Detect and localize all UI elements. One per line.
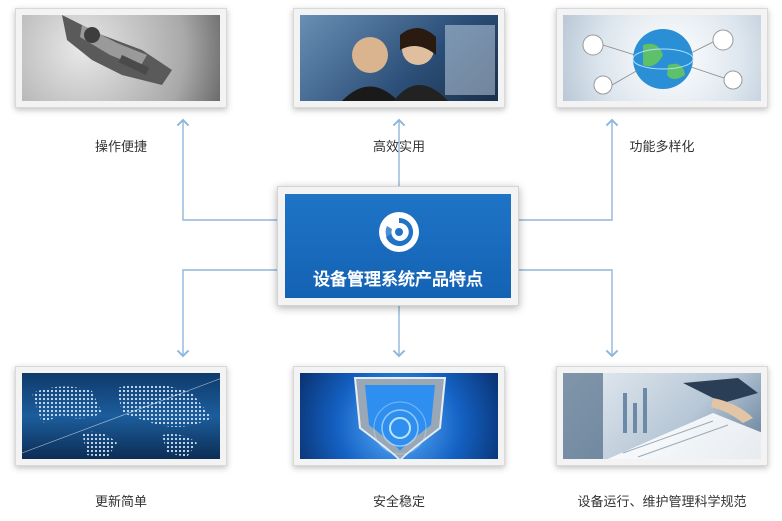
shield-icon <box>353 377 447 459</box>
feature-card-3 <box>556 8 768 108</box>
globe-network-image <box>563 15 761 101</box>
robot-hand-image <box>22 15 220 101</box>
handshake-document-icon <box>563 373 761 459</box>
center-panel: 设备管理系统产品特点 <box>285 194 511 298</box>
connector-bottom-right <box>519 269 619 358</box>
feature-card-2 <box>293 8 505 108</box>
swirl-logo-icon <box>379 212 419 252</box>
feature-card-1 <box>15 8 227 108</box>
feature-label-6: 设备运行、维护管理科学规范 <box>577 495 747 510</box>
feature-label-3: 功能多样化 <box>629 140 695 155</box>
feature-card-6 <box>556 366 768 466</box>
connector-top-left <box>176 118 277 221</box>
center-box: 设备管理系统产品特点 <box>277 186 519 306</box>
connector-top-right <box>519 118 619 221</box>
center-title: 设备管理系统产品特点 <box>313 270 483 290</box>
shield-image <box>300 373 498 459</box>
feature-card-4 <box>15 366 227 466</box>
feature-label-4: 更新简单 <box>94 495 147 510</box>
connector-bottom-left <box>176 269 277 358</box>
feature-label-1: 操作便捷 <box>94 140 147 155</box>
business-people-image <box>300 15 498 101</box>
world-map-icon <box>22 378 220 458</box>
world-map-image <box>22 373 220 459</box>
feature-card-5 <box>293 366 505 466</box>
feature-label-5: 安全稳定 <box>372 495 425 510</box>
handshake-document-image <box>563 373 761 459</box>
globe-network-icon <box>582 29 743 95</box>
business-people-icon <box>342 25 495 101</box>
feature-label-2: 高效实用 <box>372 140 425 155</box>
robot-hand-icon <box>62 15 172 85</box>
